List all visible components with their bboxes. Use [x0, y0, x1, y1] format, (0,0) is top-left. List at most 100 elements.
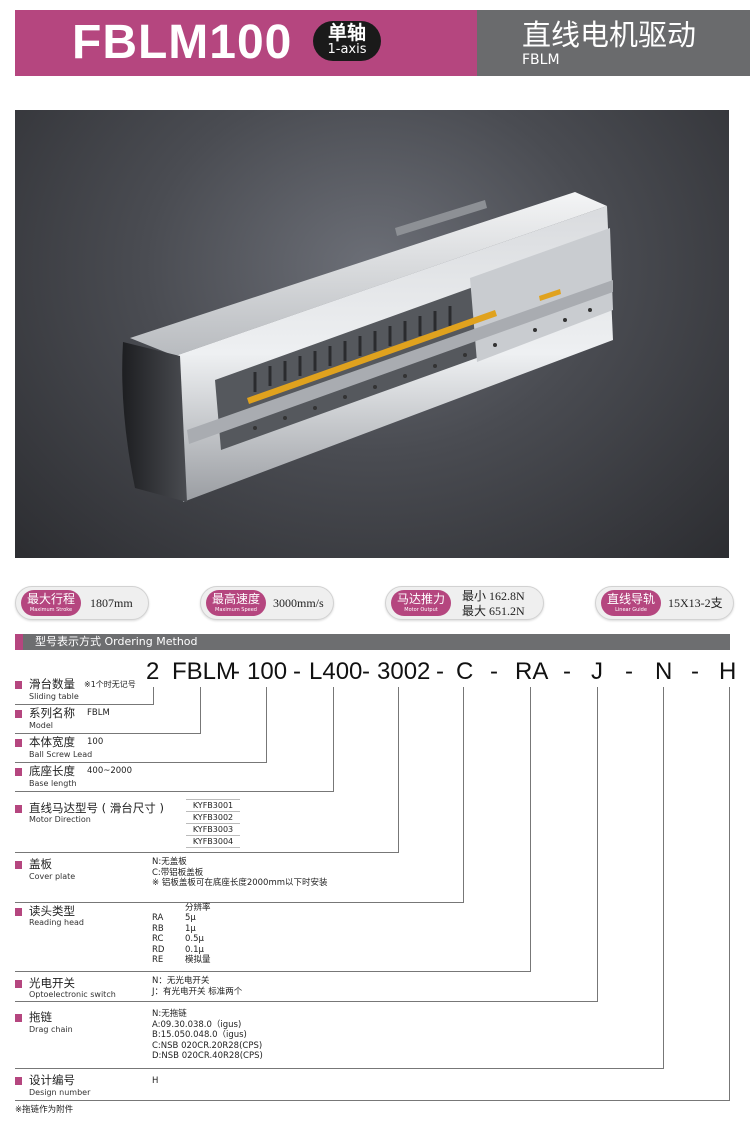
spec-label: 最高速度 Maximum Speed [206, 590, 266, 616]
header-side-banner [477, 10, 750, 76]
axis-badge-cn: 单轴 [327, 22, 366, 44]
connector [15, 1068, 664, 1069]
item-label-cover: 盖板 [29, 857, 52, 871]
item-label-base-length: 底座长度 [29, 764, 75, 778]
reading-head-codes: RA RB RC RD RE [152, 913, 165, 965]
spec-value-min: 最小 162.8N [462, 589, 525, 603]
code-motor: 3002 [377, 658, 431, 685]
connector [15, 971, 531, 972]
item-en-switch: Optoelectronic switch [29, 990, 116, 999]
item-label-width: 本体宽度 [29, 735, 75, 749]
motor-option: KYFB3003 [186, 823, 240, 835]
connector [729, 687, 730, 1101]
connector [15, 704, 154, 705]
connector [597, 687, 598, 1002]
spec-max-stroke: 最大行程 Maximum Stroke 1807mm [15, 586, 149, 620]
row-marker [15, 980, 22, 988]
row-marker [15, 1077, 22, 1085]
item-en-design-number: Design number [29, 1088, 91, 1097]
connector [15, 1100, 730, 1101]
connector [530, 687, 531, 972]
item-label-model: 系列名称 [29, 706, 75, 720]
connector [15, 791, 334, 792]
model-title: FBLM100 [72, 16, 293, 69]
code-switch: J [591, 658, 603, 685]
row-marker [15, 739, 22, 747]
code-separator: - [691, 658, 699, 685]
section-title: 型号表示方式 Ordering Method [35, 635, 198, 648]
connector [398, 687, 399, 853]
spec-motor-output: 马达推力 Motor Output 最小 162.8N 最大 651.2N [385, 586, 544, 620]
axis-badge: 单轴 1-axis [313, 21, 381, 61]
drive-title: 直线电机驱动 [522, 18, 697, 52]
item-en-cover: Cover plate [29, 872, 76, 881]
row-marker [15, 1014, 22, 1022]
reading-head-res-header: 分辨率 [185, 903, 211, 913]
connector [15, 762, 267, 763]
connector [15, 902, 464, 903]
item-desc-switch: N：无光电开关 J：有光电开关 标准两个 [152, 976, 243, 997]
row-marker [15, 861, 22, 869]
spec-value-max: 最大 651.2N [462, 604, 525, 618]
row-marker [15, 710, 22, 718]
item-en-width: Ball Screw Lead [29, 750, 93, 759]
item-label-reading-head: 读头类型 [29, 904, 75, 918]
item-en-base-length: Base length [29, 779, 77, 788]
code-separator: - [232, 658, 240, 685]
connector [200, 687, 201, 734]
code-drag-chain: N [655, 658, 673, 685]
product-photo [15, 110, 729, 558]
code-separator: - [293, 658, 301, 685]
item-en-sliding-table: Sliding table [29, 692, 79, 701]
code-separator: - [563, 658, 571, 685]
item-en-reading-head: Reading head [29, 918, 84, 927]
connector [463, 687, 464, 903]
item-desc-drag-chain: N:无拖链 A:09.30.038.0（igus) B:15.050.048.0… [152, 1009, 263, 1061]
reading-head-values: 5μ 1μ 0.5μ 0.1μ 模拟量 [185, 913, 211, 965]
code-separator: - [362, 658, 370, 685]
item-en-motor: Motor Direction [29, 815, 91, 824]
code-width: 100 [247, 658, 288, 685]
motor-option: KYFB3001 [186, 799, 240, 811]
item-label-switch: 光电开关 [29, 976, 75, 990]
section-bar [15, 634, 730, 650]
code-design-number: H [719, 658, 737, 685]
code-separator: - [436, 658, 444, 685]
motor-option: KYFB3002 [186, 811, 240, 823]
axis-badge-en: 1-axis [327, 42, 367, 57]
item-en-drag-chain: Drag chain [29, 1025, 73, 1034]
code-separator: - [490, 658, 498, 685]
row-marker [15, 768, 22, 776]
code-cover: C [456, 658, 474, 685]
footnote: ※拖链作为附件 [15, 1105, 74, 1115]
connector [333, 687, 334, 792]
section-accent [15, 634, 23, 650]
row-marker [15, 805, 22, 813]
code-reading-head: RA [515, 658, 549, 685]
spec-label: 马达推力 Motor Output [391, 590, 451, 616]
item-label-drag-chain: 拖链 [29, 1010, 52, 1024]
connector [15, 733, 201, 734]
connector [15, 1001, 598, 1002]
code-sliding-table: 2 [146, 658, 160, 685]
item-desc-model: FBLM [87, 708, 110, 718]
row-marker [15, 908, 22, 916]
connector [266, 687, 267, 763]
item-label-motor: 直线马达型号 ( 滑台尺寸 ) [29, 801, 164, 815]
item-desc-cover: N:无盖板 C:带铝板盖板 ※ 铝板盖板可在底座长度2000mm以下时安装 [152, 857, 328, 888]
spec-value: 1807mm [90, 596, 133, 610]
spec-value: 15X13-2支 [668, 596, 723, 610]
item-label-design-number: 设计编号 [29, 1073, 75, 1087]
linear-module-illustration [122, 192, 613, 502]
spec-linear-guide: 直线导轨 Linear Guide 15X13-2支 [595, 586, 734, 620]
connector [663, 687, 664, 1069]
item-en-model: Model [29, 721, 54, 730]
spec-max-speed: 最高速度 Maximum Speed 3000mm/s [200, 586, 334, 620]
item-label-sliding-table: 滑台数量 [29, 677, 75, 691]
code-separator: - [625, 658, 633, 685]
header-banner [15, 10, 477, 76]
item-note-sliding-table: ※1个时无记号 [84, 680, 136, 689]
item-desc-design-number: H [152, 1076, 159, 1086]
item-desc-base-length: 400~2000 [87, 766, 132, 776]
spec-value: 3000mm/s [273, 596, 324, 610]
